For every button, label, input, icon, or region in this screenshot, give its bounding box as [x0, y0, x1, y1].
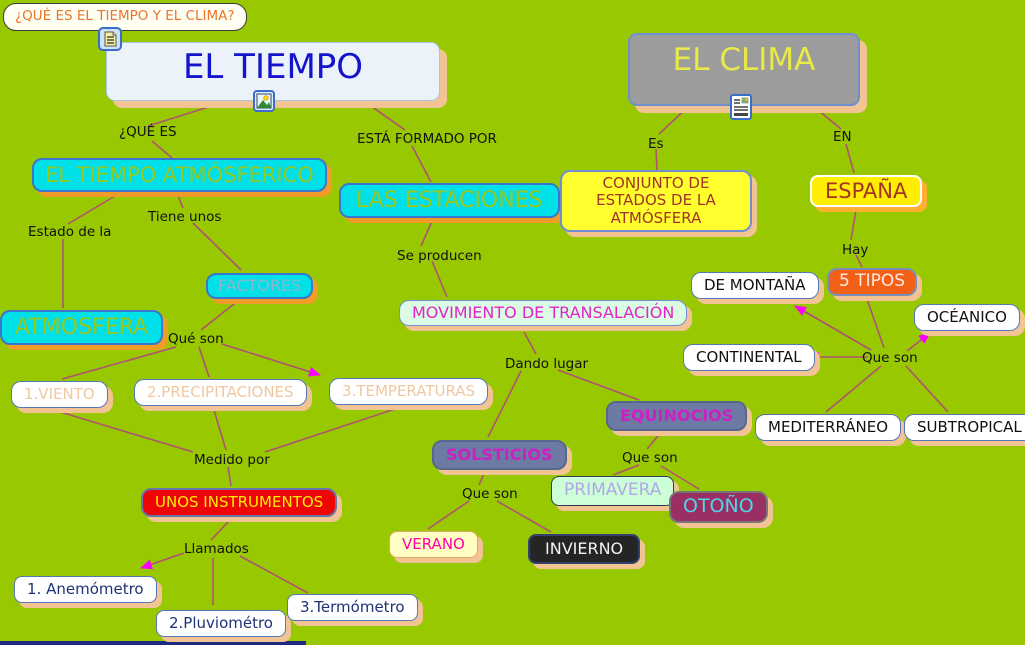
node-invierno[interactable]: INVIERNO — [528, 534, 641, 565]
link-label-que-son-factores[interactable]: Qué son — [168, 331, 224, 347]
document-icon[interactable] — [98, 27, 122, 55]
link-label-esta-formado-por[interactable]: ESTÁ FORMADO POR — [357, 131, 497, 147]
node-las-estaciones[interactable]: LAS ESTACIONES — [339, 183, 560, 219]
node-anemometro[interactable]: 1. Anemómetro — [14, 576, 157, 604]
node-viento[interactable]: 1.VIENTO — [11, 381, 108, 409]
node-precipitaciones[interactable]: 2.PRECIPITACIONES — [134, 379, 307, 407]
link-label-que-son-tipos[interactable]: Que son — [862, 350, 918, 366]
link-label-en[interactable]: EN — [833, 129, 852, 145]
bottom-edge-strip — [0, 641, 306, 645]
image-icon[interactable] — [253, 90, 275, 116]
node-atmosfera[interactable]: ATMOSFERA — [0, 310, 164, 346]
node-otono[interactable]: OTOÑO — [669, 491, 768, 523]
link-label-que-es[interactable]: ¿QUÉ ES — [119, 124, 177, 140]
node-5-tipos[interactable]: 5 TIPOS — [827, 268, 918, 296]
node-termometro[interactable]: 3.Termómetro — [287, 594, 418, 622]
node-question-note[interactable]: ¿QUÉ ES EL TIEMPO Y EL CLIMA? — [3, 3, 247, 31]
link-label-que-son-solsticios[interactable]: Que son — [462, 486, 518, 502]
link-label-dando-lugar[interactable]: Dando lugar — [505, 356, 589, 372]
node-el-clima[interactable]: EL CLIMA — [628, 33, 860, 106]
node-de-montana[interactable]: DE MONTAÑA — [691, 272, 819, 300]
node-unos-instrumentos[interactable]: UNOS INSTRUMENTOS — [141, 488, 338, 518]
link-label-hay[interactable]: Hay — [842, 242, 869, 258]
link-label-medido-por[interactable]: Medido por — [194, 452, 270, 468]
node-espana[interactable]: ESPAÑA — [810, 175, 923, 208]
link-label-es[interactable]: Es — [648, 136, 664, 152]
node-movimiento-translacion[interactable]: MOVIMIENTO DE TRANSALACIÓN — [399, 300, 688, 327]
link-label-que-son-equinocios[interactable]: Que son — [622, 450, 678, 466]
node-tiempo-atmosferico[interactable]: EL TIEMPO ATMÓSFERICO — [32, 158, 327, 193]
node-primavera[interactable]: PRIMAVERA — [551, 476, 675, 506]
node-factores[interactable]: FACTORES — [206, 273, 314, 300]
node-solsticios[interactable]: SOLSTICIOS — [432, 440, 567, 471]
link-label-llamados[interactable]: Llamados — [184, 541, 249, 557]
node-continental[interactable]: CONTINENTAL — [683, 344, 815, 372]
link-label-tiene-unos[interactable]: Tiene unos — [148, 209, 222, 225]
node-verano[interactable]: VERANO — [389, 531, 478, 559]
node-subtropical[interactable]: SUBTROPICAL — [904, 414, 1025, 442]
node-oceanico[interactable]: OCÉANICO — [914, 304, 1020, 332]
node-pluviometro[interactable]: 2.Pluviométro — [156, 610, 286, 638]
node-conjunto-estados[interactable]: CONJUNTO DE ESTADOS DE LA ATMÓSFERA — [560, 170, 752, 232]
node-mediterraneo[interactable]: MEDITERRÁNEO — [755, 414, 902, 442]
document-image-icon[interactable] — [730, 94, 752, 124]
link-label-estado-de-la[interactable]: Estado de la — [28, 224, 112, 240]
node-equinocios[interactable]: EQUINOCIOS — [606, 401, 748, 432]
link-label-se-producen[interactable]: Se producen — [397, 248, 482, 264]
node-temperaturas[interactable]: 3.TEMPERATURAS — [329, 378, 489, 406]
